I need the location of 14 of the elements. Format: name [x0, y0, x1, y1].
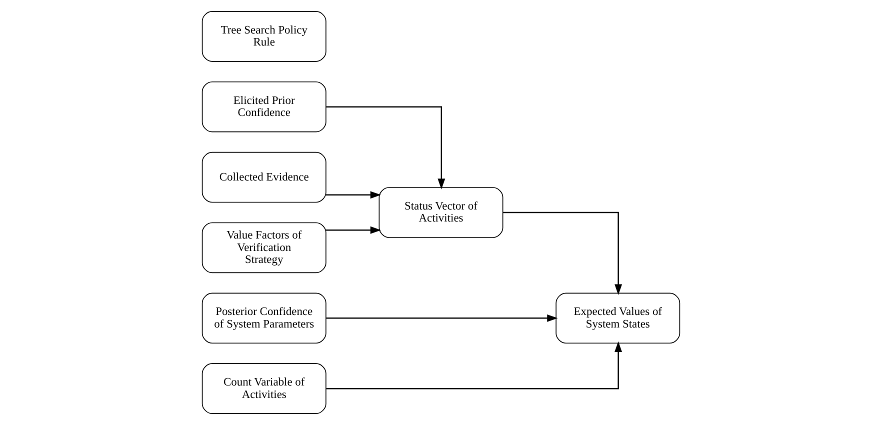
arrow — [326, 314, 558, 322]
node-box: Count Variable of Activities — [201, 363, 326, 414]
node-box: Posterior Confidence of System Parameters — [201, 292, 326, 344]
node-box: Collected Evidence — [201, 152, 326, 203]
node-box: Tree Search Policy Rule — [201, 11, 326, 62]
arrow — [502, 212, 622, 295]
node-box: Elicited Prior Confidence — [201, 81, 326, 132]
arrow — [325, 191, 381, 199]
arrow — [325, 226, 381, 234]
arrow — [326, 106, 445, 190]
node-box: Expected Values of System States — [555, 292, 680, 344]
node-box: Value Factors of Verification Strategy — [201, 222, 326, 274]
arrow — [326, 341, 622, 390]
node-box: Status Vector of Activities — [378, 187, 503, 238]
